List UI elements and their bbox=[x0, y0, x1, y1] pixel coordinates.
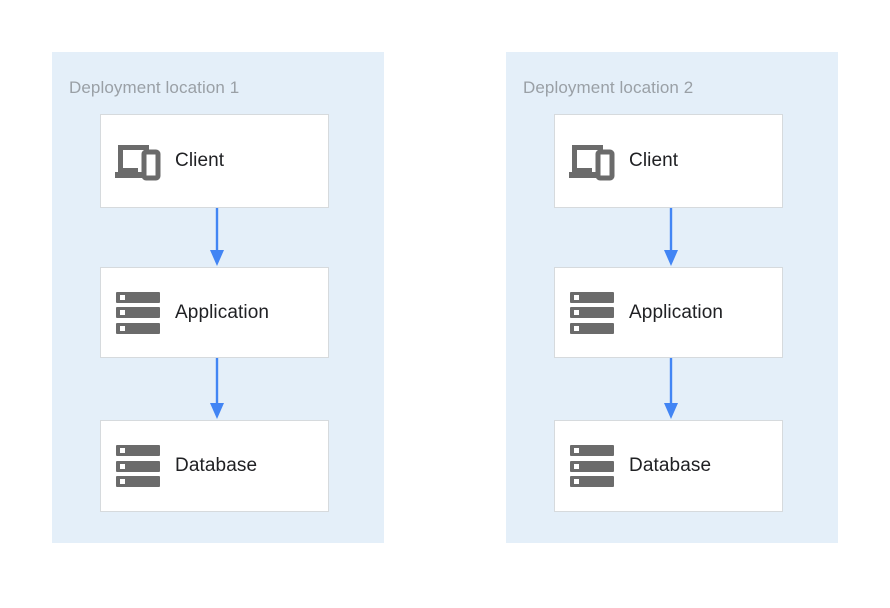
deployment-location-2-panel: Deployment location 2 Client bbox=[506, 52, 838, 543]
server-stack-icon bbox=[101, 445, 175, 487]
devices-icon bbox=[101, 141, 175, 181]
node-label-application: Application bbox=[175, 301, 270, 323]
node-client-location-2[interactable]: Client bbox=[554, 114, 783, 208]
server-bar bbox=[116, 307, 160, 318]
server-bar bbox=[570, 307, 614, 318]
server-bar bbox=[116, 291, 160, 303]
deployment-location-1-panel: Deployment location 1 Client bbox=[52, 52, 384, 543]
node-application-location-1[interactable]: Application bbox=[100, 267, 329, 358]
devices-icon bbox=[555, 141, 629, 181]
server-bar bbox=[570, 291, 614, 303]
server-bar bbox=[570, 476, 614, 487]
deployment-location-2-title: Deployment location 2 bbox=[523, 78, 694, 97]
server-bar bbox=[116, 445, 160, 456]
node-database-location-2[interactable]: Database bbox=[554, 420, 783, 512]
server-bar bbox=[570, 460, 614, 472]
node-label-client: Client bbox=[629, 150, 679, 171]
server-stack-icon bbox=[555, 445, 629, 487]
server-stack-icon bbox=[555, 291, 629, 334]
server-stack-icon bbox=[101, 291, 175, 334]
server-bar bbox=[570, 445, 614, 456]
deployment-location-1-title: Deployment location 1 bbox=[69, 78, 240, 97]
node-label-client: Client bbox=[175, 150, 225, 171]
server-bar bbox=[116, 460, 160, 472]
arrow-application-to-database-location-1 bbox=[207, 358, 227, 420]
arrow-client-to-application-location-1 bbox=[207, 208, 227, 267]
node-database-location-1[interactable]: Database bbox=[100, 420, 329, 512]
server-bar bbox=[116, 476, 160, 487]
server-bar bbox=[116, 322, 160, 334]
node-label-database: Database bbox=[175, 455, 258, 476]
node-label-database: Database bbox=[629, 455, 712, 476]
node-application-location-2[interactable]: Application bbox=[554, 267, 783, 358]
node-client-location-1[interactable]: Client bbox=[100, 114, 329, 208]
arrow-application-to-database-location-2 bbox=[661, 358, 681, 420]
node-label-application: Application bbox=[629, 301, 724, 323]
arrow-client-to-application-location-2 bbox=[661, 208, 681, 267]
server-bar bbox=[570, 322, 614, 334]
